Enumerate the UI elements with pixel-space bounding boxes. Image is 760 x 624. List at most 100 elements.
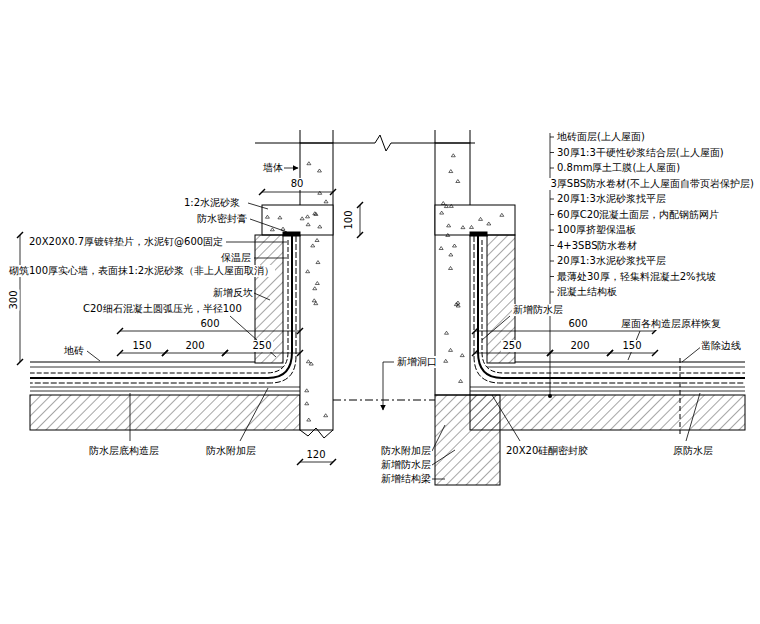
- dimension-tick: [297, 350, 303, 356]
- dimension-text: 120: [305, 449, 326, 461]
- dimension-tick: [330, 459, 336, 465]
- leader-line: [230, 316, 276, 357]
- layer-line: [30, 391, 300, 392]
- leader-line: [550, 245, 554, 246]
- concrete-mark: [265, 215, 269, 218]
- dimension-text: 200: [184, 340, 205, 352]
- leader-line: [383, 362, 394, 410]
- dimension-line: [120, 353, 165, 354]
- concrete-mark: [447, 224, 451, 227]
- dimension-line: [610, 353, 655, 354]
- concrete-speckles: [265, 154, 503, 421]
- dimension-text: 150: [621, 340, 642, 352]
- part-label: 新增洞口: [396, 356, 438, 368]
- dimension-tick: [652, 350, 658, 356]
- part-label: 墙体: [262, 162, 284, 174]
- layer-line: [30, 362, 255, 363]
- leader-line: [240, 388, 268, 441]
- dimension-tick: [17, 359, 23, 365]
- dimension-text: 150: [131, 340, 152, 352]
- sealant: [470, 232, 487, 236]
- concrete-mark: [449, 348, 453, 351]
- concrete-mark: [324, 414, 328, 417]
- note-text: 砌筑100厚实心墙，表面抹1:2水泥砂浆（非上人屋面取消）: [8, 265, 275, 277]
- part-label: 新增防水层: [380, 459, 432, 471]
- leader-line: [248, 203, 268, 209]
- cut-line: [680, 358, 681, 434]
- concrete-mark: [469, 225, 473, 228]
- additional-waterproof: [30, 236, 296, 383]
- part-label: 新增结构梁: [380, 473, 432, 485]
- leader-line: [550, 133, 551, 396]
- dimensions: [17, 189, 658, 465]
- concrete-mark: [305, 402, 309, 405]
- part-label: 新增防水层: [512, 304, 564, 316]
- layer-spec: 混凝土结构板: [556, 286, 618, 298]
- concrete-mark: [305, 389, 309, 392]
- dimension-line: [300, 462, 333, 463]
- dimension-tick: [472, 350, 478, 356]
- layer-spec: 0.8mm厚土工膜(上人屋面): [556, 162, 681, 174]
- dimension-tick: [259, 189, 265, 195]
- layer-line: [470, 391, 745, 392]
- layer-spec: 20厚1:3水泥砂浆找平层: [556, 255, 667, 267]
- opening-line: [333, 400, 435, 401]
- concrete-mark: [306, 215, 310, 218]
- dimension-line: [475, 331, 655, 332]
- concrete-mark: [324, 200, 328, 203]
- concrete-mark: [313, 212, 317, 215]
- concrete-mark: [316, 261, 320, 264]
- leader-line: [550, 230, 554, 231]
- concrete-mark: [315, 239, 319, 242]
- dimension-line: [475, 353, 550, 354]
- part-label: 保温层: [220, 252, 252, 264]
- leader-line: [550, 276, 554, 277]
- dimension-line: [120, 331, 300, 332]
- dimension-line: [550, 353, 610, 354]
- dimension-line: [20, 235, 21, 362]
- dimension-line: [360, 205, 361, 235]
- leader-line: [550, 214, 554, 215]
- concrete-mark: [270, 228, 274, 231]
- part-label: 防水附加层: [380, 445, 432, 457]
- dimension-text: 600: [567, 318, 588, 330]
- concrete-mark: [444, 359, 448, 362]
- dimension-tick: [222, 350, 228, 356]
- concrete-mark: [315, 282, 319, 285]
- leader-line: [492, 395, 520, 441]
- part-label: 20X20X0.7厚镀锌垫片，水泥钉@600固定: [28, 236, 224, 248]
- leader-line: [226, 242, 287, 243]
- layer-spec: 4+3SBS防水卷材: [556, 240, 638, 252]
- part-label: 1:2水泥砂浆: [183, 197, 241, 209]
- concrete-mark: [452, 244, 456, 247]
- curb-cap-left: [262, 205, 333, 235]
- concrete-mark: [446, 233, 450, 236]
- part-label: 凿除边线: [700, 340, 742, 352]
- dimension-tick: [17, 232, 23, 238]
- part-label: C20细石混凝土圆弧压光，半径100: [82, 303, 243, 315]
- part-label: 防水附加层: [205, 445, 257, 457]
- layer-line: [470, 387, 745, 388]
- part-label: 新增反坎: [212, 287, 254, 299]
- break-mark: [300, 428, 333, 438]
- concrete-mark: [449, 266, 453, 269]
- wall-right: [435, 143, 470, 395]
- slab-left: [30, 395, 300, 430]
- concrete-mark: [456, 301, 460, 304]
- wall-line: [435, 130, 436, 143]
- layer-spec: 30厚1:3干硬性砂浆结合层(上人屋面): [556, 147, 725, 159]
- new-beam: [435, 395, 500, 485]
- part-label: 地砖: [63, 345, 85, 357]
- concrete-mark: [307, 418, 311, 421]
- leader-line: [130, 393, 131, 441]
- leader-line: [682, 346, 702, 362]
- leader-line: [284, 168, 298, 169]
- leader-line: [550, 152, 554, 153]
- concrete-mark: [313, 287, 317, 290]
- dimension-text: 300: [8, 289, 20, 310]
- leader-line: [432, 425, 445, 451]
- dimension-tick: [297, 459, 303, 465]
- leader-line: [432, 450, 455, 465]
- layer-spec: 60厚C20混凝土面层，内配钢筋网片: [556, 209, 720, 221]
- dimension-tick: [117, 350, 123, 356]
